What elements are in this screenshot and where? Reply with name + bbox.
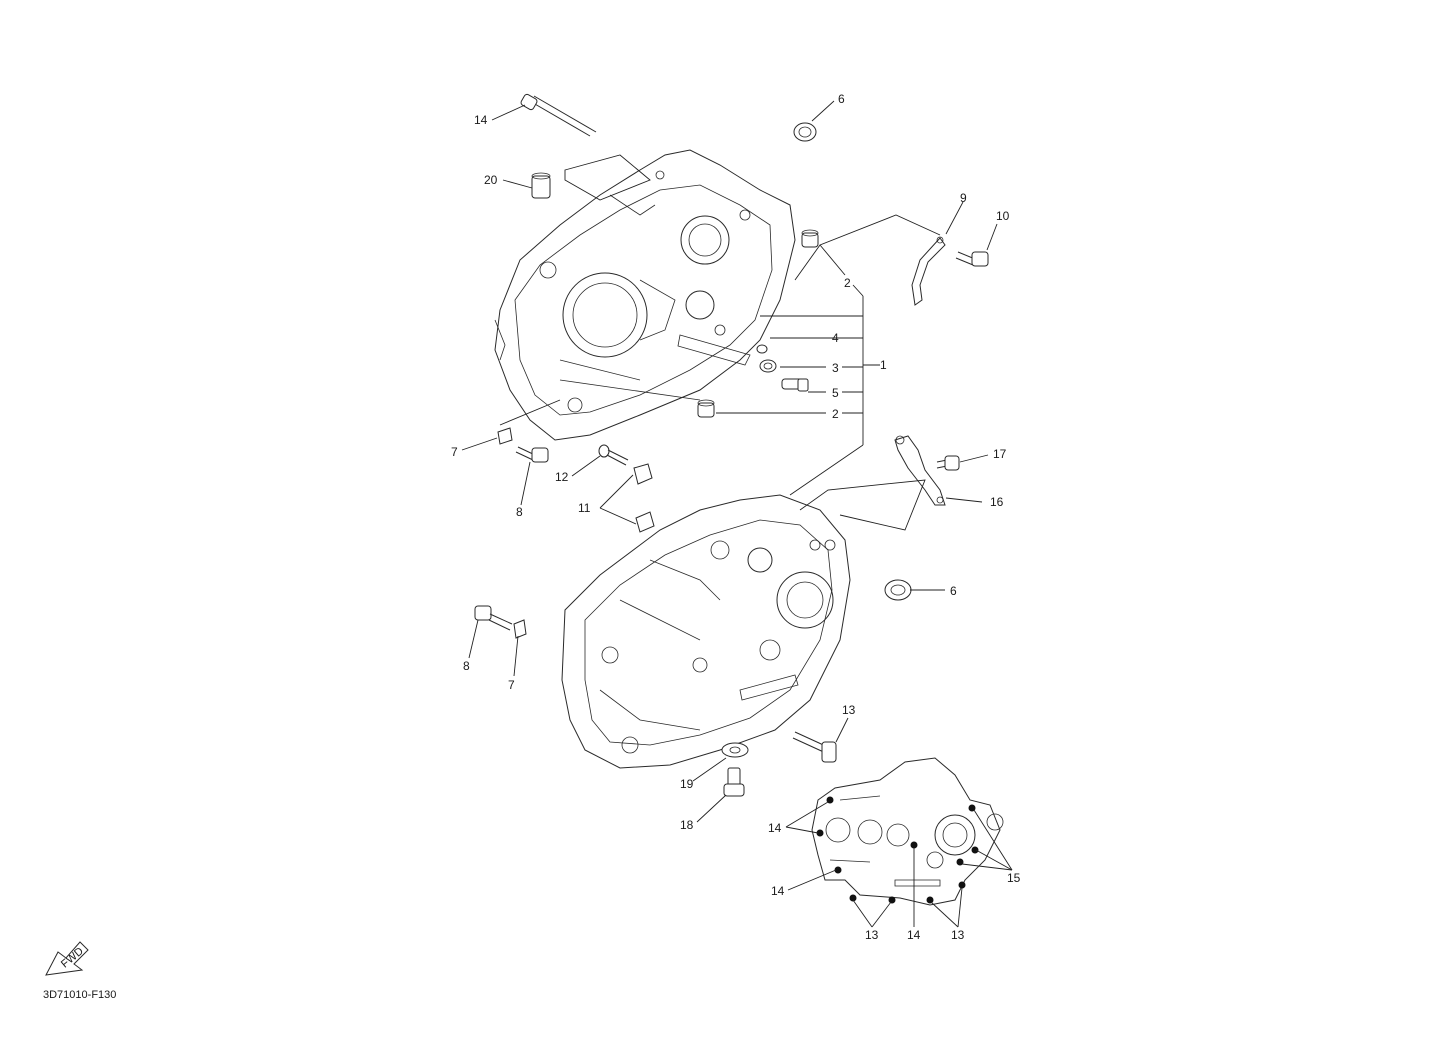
- callout-8-upper: 8: [516, 505, 523, 519]
- gasket-19: [721, 742, 749, 758]
- callout-9: 9: [960, 191, 967, 205]
- long-bolt-14: [520, 93, 597, 137]
- washer-7-lower: [513, 619, 527, 639]
- inset-callout-14-left: 14: [771, 884, 785, 898]
- callout-3: 3: [832, 361, 839, 375]
- callout-7-lower: 7: [508, 678, 515, 692]
- callout-19: 19: [680, 777, 694, 791]
- callout-5: 5: [832, 386, 839, 400]
- oring-4: [756, 344, 768, 354]
- callout-7-upper: 7: [451, 445, 458, 459]
- fwd-arrow-icon: FWD: [45, 941, 89, 976]
- bolt-8-lower: [474, 605, 513, 631]
- washer-7-upper: [497, 427, 513, 445]
- callout-16: 16: [990, 495, 1004, 509]
- screw-12: [598, 444, 629, 466]
- bearing-retainer-11: [633, 463, 655, 533]
- bolt-10: [955, 251, 989, 267]
- callout-8-lower: 8: [463, 659, 470, 673]
- bushing-20: [531, 172, 551, 199]
- callout-6-lower: 6: [950, 584, 957, 598]
- callout-20: 20: [484, 173, 498, 187]
- inset-callout-15: 15: [1007, 871, 1021, 885]
- guide-16: [894, 435, 946, 506]
- bolt-13: [792, 731, 837, 763]
- bolt-5: [781, 378, 809, 392]
- callout-4: 4: [832, 331, 839, 345]
- upper-crankcase-half: [494, 149, 796, 441]
- callout-labels: 14 6 20 9 10 2 4 3 1 5 2 7 8 12 11 17 16…: [451, 92, 1010, 832]
- callout-2-upper: 2: [844, 276, 851, 290]
- callout-6-upper: 6: [838, 92, 845, 106]
- callout-12: 12: [555, 470, 569, 484]
- callout-13: 13: [842, 703, 856, 717]
- reference-code: 3D71010-F130: [43, 989, 116, 1001]
- plate-9: [911, 236, 946, 306]
- callout-10: 10: [996, 209, 1010, 223]
- callout-14: 14: [474, 113, 488, 127]
- dowel-pin-upper: [801, 229, 819, 248]
- drain-bolt-18: [723, 767, 745, 797]
- union-3: [759, 359, 777, 373]
- bolt-17: [936, 455, 960, 471]
- inset-callout-14-top: 14: [768, 821, 782, 835]
- callout-18: 18: [680, 818, 694, 832]
- dowel-pin-lower: [697, 399, 715, 418]
- inset-callout-13-right: 13: [951, 928, 965, 942]
- inset-callout-13-left: 13: [865, 928, 879, 942]
- callout-17: 17: [993, 447, 1007, 461]
- bolt-8-upper: [515, 446, 549, 463]
- callout-11: 11: [578, 501, 591, 515]
- oil-seal-lower: [884, 579, 912, 601]
- callout-1: 1: [880, 358, 887, 372]
- leader-lines: [461, 100, 998, 823]
- lower-crankcase-half: [561, 494, 851, 769]
- bolt-pattern-inset: 14 14 15 13 14 13: [768, 757, 1021, 942]
- callout-2-lower: 2: [832, 407, 839, 421]
- inset-callout-14-bottom: 14: [907, 928, 921, 942]
- oil-seal-upper: [793, 122, 817, 142]
